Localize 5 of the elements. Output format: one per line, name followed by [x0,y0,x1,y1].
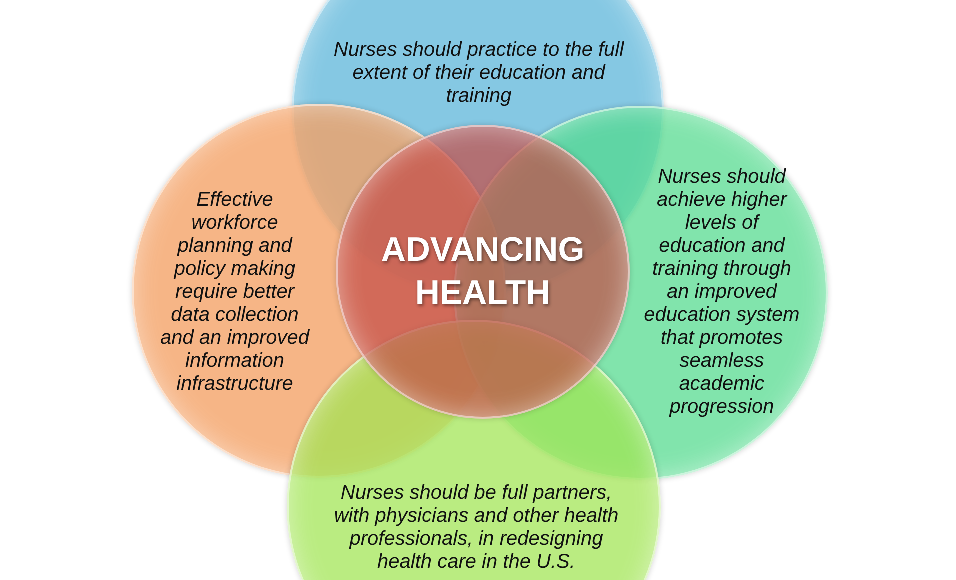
circle-text: Nurses should practice to the full extent of their education and training [332,39,626,108]
circle-text: Effective workforce planning and policy making require better data collection and an improved information infrastructure [160,189,311,396]
circle-text: Nurses should achieve higher levels of education and training through an improved education system that promotes seamless academic progression [643,166,801,419]
center-title: ADVANCING HEALTH [380,230,586,314]
circle-text: Nurses should be full partners, with physicians and other health professionals, in redesigning health care in the U.S. [334,482,619,574]
